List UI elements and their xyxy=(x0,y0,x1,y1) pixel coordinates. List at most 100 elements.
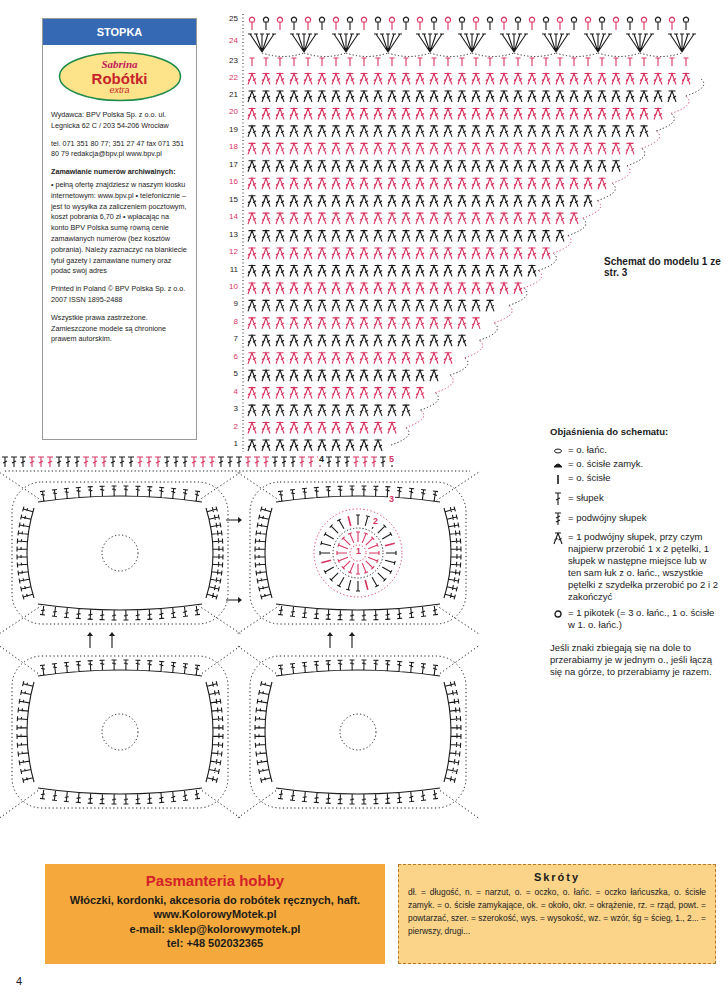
turning-chain xyxy=(465,340,483,357)
logo-oval: SabrinaRobótkiextra xyxy=(58,51,182,102)
row-number: 5 xyxy=(212,370,238,379)
stitch-fan xyxy=(444,681,461,782)
stitch-row xyxy=(248,248,550,259)
legend-symbol xyxy=(550,492,566,506)
stitch-fan xyxy=(255,681,272,782)
stitch-row xyxy=(248,213,578,224)
row-number: 18 xyxy=(212,143,238,152)
row-number: 22 xyxy=(212,74,238,83)
advert-text: tel: +48 502032365 xyxy=(55,936,375,950)
row-number: 9 xyxy=(212,300,238,309)
row-number: 13 xyxy=(212,231,238,240)
stitch-symbol xyxy=(555,493,561,505)
logo-text: Sabrina xyxy=(58,59,182,71)
stitch-fan xyxy=(206,681,223,782)
stitch-row xyxy=(248,300,494,311)
round-number: 3 xyxy=(388,495,395,505)
row-number: 21 xyxy=(212,91,238,100)
stitch-row xyxy=(248,388,424,399)
legend-item: = o. łańc. xyxy=(550,444,722,456)
masthead-text: Zamawianie numerów archiwalnych: xyxy=(43,167,196,178)
turning-chain xyxy=(656,113,674,130)
turning-chain xyxy=(597,183,615,200)
stitch-row xyxy=(248,440,382,451)
turning-chain xyxy=(612,166,630,183)
legend-text: = o. ścisłe xyxy=(568,472,722,484)
stitch-row xyxy=(248,196,592,207)
row-number: 19 xyxy=(212,126,238,135)
legend-text: = podwójny słupek xyxy=(568,512,722,524)
stitch-fan xyxy=(276,486,440,502)
direction-arrow xyxy=(90,520,352,648)
motif-chart xyxy=(0,457,478,818)
chain-arcs xyxy=(262,53,682,57)
advert-text: e-mail: sklep@kolorowymotek.pl xyxy=(55,922,375,936)
stitch-symbol xyxy=(558,475,559,484)
legend-item: = słupek xyxy=(550,492,722,504)
ring-stitches xyxy=(320,515,396,591)
masthead-text: Wszystkie prawa zastrzeżone. Zamieszczon… xyxy=(43,313,196,345)
turning-chain xyxy=(642,131,660,148)
row-number: 8 xyxy=(212,318,238,327)
stitch-row xyxy=(248,405,410,416)
legend-symbol xyxy=(550,472,566,486)
legend-text: = o. ścisłe zamyk. xyxy=(568,458,722,470)
stitch-row xyxy=(248,126,648,137)
legend-symbol xyxy=(550,512,566,526)
chart-note: Jeśli znaki zbiegają się na dole to prze… xyxy=(550,642,722,678)
chain-outline xyxy=(250,656,466,808)
chain-outline xyxy=(12,656,228,808)
masthead-text: Printed in Poland © BPV Polska Sp. z o.o… xyxy=(43,284,196,306)
stitch-fan xyxy=(444,507,461,600)
chain-diagonals xyxy=(238,646,478,818)
stitch-symbol xyxy=(555,611,561,617)
shop-advert: Pasmanteria hobbyWłóczki, kordonki, akce… xyxy=(45,864,385,964)
masthead-text: • pełną ofertę znajdziesz w naszym kiosk… xyxy=(43,180,196,277)
abbreviations-title: Skróty xyxy=(408,871,706,883)
top-stitch-chart xyxy=(243,14,704,452)
legend-item: = 1 pikotek (= 3 o. łańc., 1 o. ścisłe w… xyxy=(550,607,722,631)
motif xyxy=(238,472,479,633)
masthead-title: STOPKA xyxy=(43,19,196,45)
stitch-fan xyxy=(38,486,202,502)
advert-text: Włóczki, kordonki, akcesoria do robótek … xyxy=(55,893,375,907)
row-number: 15 xyxy=(212,196,238,205)
chain-diagonals xyxy=(0,472,240,633)
turning-chain xyxy=(435,375,453,392)
ring-chain xyxy=(333,528,383,578)
legend-item: = o. ścisłe zamyk. xyxy=(550,458,722,470)
row-number: 17 xyxy=(212,161,238,170)
row-number: 2 xyxy=(212,423,238,432)
stitch-row xyxy=(248,74,690,85)
row-number: 24 xyxy=(212,37,238,46)
turning-chain xyxy=(627,148,645,165)
stitch-row xyxy=(248,335,466,346)
row-number: 23 xyxy=(212,57,238,66)
row-number: 25 xyxy=(212,15,238,24)
stitch-fan xyxy=(38,604,202,620)
center-chain xyxy=(102,714,138,750)
motif xyxy=(238,646,478,818)
stitch-row xyxy=(248,423,396,434)
logo-text: extra xyxy=(58,86,182,95)
row-number: 12 xyxy=(212,248,238,257)
abbreviations-box: Skrótydł. = długość, n. = narzut, o. = o… xyxy=(398,864,716,964)
stitch-fan xyxy=(17,507,34,600)
row-number: 3 xyxy=(212,405,238,414)
center-chain xyxy=(340,714,376,750)
round-number: 2 xyxy=(372,517,379,527)
turning-chain xyxy=(450,358,468,375)
turning-chain xyxy=(494,305,512,322)
row-number: 20 xyxy=(212,108,238,117)
stitch-row xyxy=(248,318,480,329)
row-number: 4 xyxy=(212,388,238,397)
chain-outline xyxy=(250,482,466,624)
advert-text: www.KolorowyMotek.pl xyxy=(55,907,375,921)
legend-item: = podwójny słupek xyxy=(550,512,722,524)
stitch-row xyxy=(248,353,452,364)
row-number: 7 xyxy=(212,335,238,344)
stitch-symbol xyxy=(554,533,562,544)
stitch-row xyxy=(248,266,536,277)
stitch-fan xyxy=(276,788,440,804)
legend-item: = 1 podwójny słupek, przy czym najpierw … xyxy=(550,531,722,602)
